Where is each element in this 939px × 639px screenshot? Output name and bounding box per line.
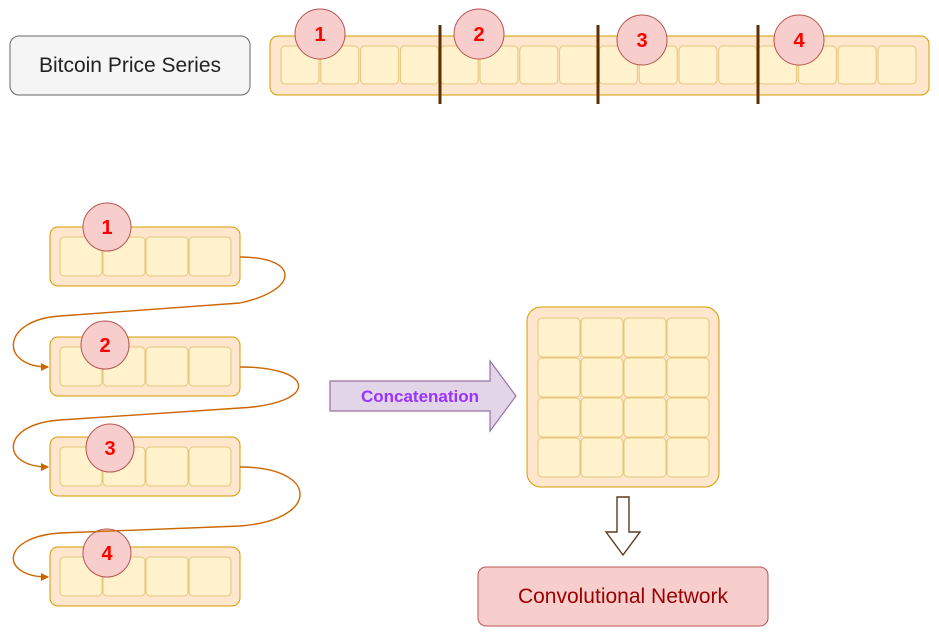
price-series-strip: 1 2 3 4 [269,8,930,104]
strip-cell [559,45,599,85]
series-marker-3: 3 [616,14,668,66]
segment-cell [188,556,232,597]
segment-cell [59,236,103,277]
series-marker-4-label: 4 [793,30,805,52]
strip-cell [837,45,877,85]
connector-1-to-2 [12,256,286,371]
convolutional-network-box: Convolutional Network [477,566,769,627]
concatenation-arrow: Concatenation [329,359,517,433]
strip-cell [360,45,400,85]
series-marker-4: 4 [773,14,825,66]
segment-marker-2-label: 2 [99,335,110,357]
segment-connectors [12,256,301,581]
concatenation-label: Concatenation [361,387,479,406]
down-arrow-icon [604,496,642,557]
strip-cell [399,45,439,85]
title-box: Bitcoin Price Series [9,35,251,96]
segment-cell [145,236,189,277]
segment-marker-3-label: 3 [104,438,115,460]
grid-cell [537,317,581,358]
segment-rows: 1 2 3 4 [49,202,241,607]
title-label: Bitcoin Price Series [39,54,221,77]
segment-marker-4: 4 [82,528,132,578]
series-marker-2-circle [453,8,505,60]
series-marker-3-label: 3 [636,30,647,52]
grid-cell [537,397,581,438]
segment-row-1: 1 [49,202,241,287]
series-marker-2-label: 2 [473,24,484,46]
grid-cell [580,437,624,478]
segment-marker-3: 3 [85,423,135,473]
connector-3-to-4 [12,466,301,581]
segment-row-2: 2 [49,320,241,397]
grid-cell [580,397,624,438]
grid-cell [537,357,581,398]
grid-cell [580,317,624,358]
grid-cell [580,357,624,398]
grid-cell [623,397,667,438]
grid-cell [537,437,581,478]
segment-cell [145,446,189,487]
segment-row-3: 3 [49,423,241,497]
convolutional-network-label: Convolutional Network [518,585,729,608]
strip-cell [519,45,559,85]
segment-cell [145,556,189,597]
series-marker-2: 2 [453,8,505,60]
grid-cell [666,397,710,438]
strip-cell [718,45,758,85]
segment-marker-2-circle [80,320,130,370]
series-marker-4-circle [773,14,825,66]
strip-cell [678,45,718,85]
segment-marker-2: 2 [80,320,130,370]
segment-row-4: 4 [49,528,241,607]
series-marker-1-label: 1 [314,24,325,46]
segment-cell [145,346,189,387]
series-marker-1-circle [294,8,346,60]
grid-cell [623,437,667,478]
grid-cell [623,357,667,398]
segment-marker-1: 1 [82,202,132,252]
grid-cell [623,317,667,358]
grid-cell [666,317,710,358]
series-marker-1: 1 [294,8,346,60]
grid-cell [666,437,710,478]
segment-marker-3-circle [85,423,135,473]
strip-cell [877,45,917,85]
segment-cell [188,236,232,277]
series-marker-3-circle [616,14,668,66]
segment-marker-4-circle [82,528,132,578]
segment-cell [188,446,232,487]
grid-cell [666,357,710,398]
segment-marker-1-label: 1 [101,217,112,239]
concatenated-grid [526,306,720,488]
segment-marker-1-circle [82,202,132,252]
segment-cell [188,346,232,387]
connector-2-to-3 [12,366,300,471]
segment-marker-4-label: 4 [101,543,113,565]
